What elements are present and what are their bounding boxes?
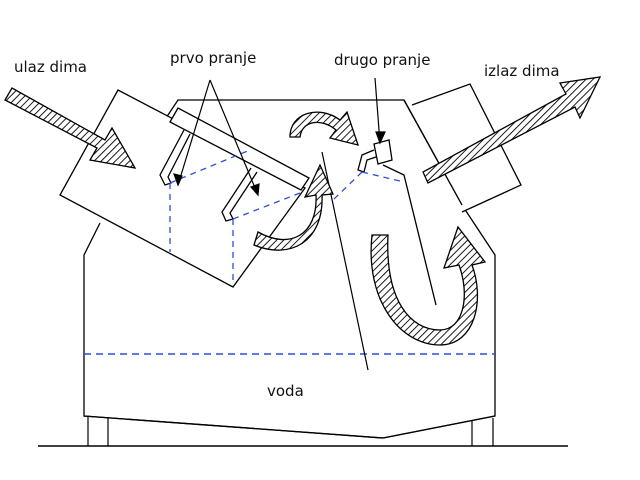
left-foot (87, 416, 109, 446)
label-smoke-outlet: izlaz dima (484, 62, 560, 80)
internal-baffle (382, 164, 437, 306)
label-smoke-inlet: ulaz dima (14, 58, 87, 76)
first-wash-nozzle-2 (221, 167, 258, 222)
label-water: voda (267, 382, 304, 400)
scrubber-tank (83, 99, 496, 439)
flow-arrow-first-wash (253, 163, 334, 251)
flow-arrow-top (289, 110, 359, 146)
outlet-duct-inner (403, 99, 463, 206)
first-wash-nozzle-1 (159, 129, 191, 186)
tank-bottom (83, 415, 496, 439)
second-wash-spray-lines (332, 171, 405, 201)
leader-lines (173, 77, 386, 371)
inlet-arrow (4, 87, 137, 169)
label-second-wash: drugo pranje (334, 51, 430, 69)
flow-arrow-second-wash (370, 225, 487, 346)
first-wash-plate (169, 107, 310, 191)
label-first-wash: prvo pranje (170, 49, 256, 67)
right-foot (471, 418, 494, 446)
first-wash-spray-lines (169, 149, 301, 282)
outlet-arrow (422, 76, 602, 184)
second-wash-nozzle (357, 139, 393, 173)
